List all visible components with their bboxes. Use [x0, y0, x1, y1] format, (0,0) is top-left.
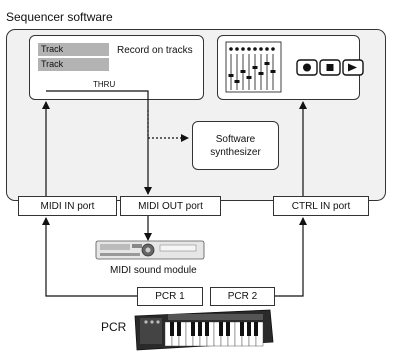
pcr1-port: PCR 1 — [137, 287, 203, 306]
midi-sound-module-icon — [95, 240, 205, 260]
sound-module-label: MIDI sound module — [110, 265, 197, 276]
ctrl-in-connection — [275, 101, 307, 297]
software-synth-line-1: Software — [215, 133, 256, 145]
play-icon — [342, 59, 364, 76]
stop-icon — [319, 59, 341, 76]
midi-in-connection — [42, 101, 137, 297]
pcr-label: PCR — [101, 320, 127, 334]
ctrl-in-port: CTRL IN port — [273, 196, 369, 216]
pcr-keyboard-icon — [134, 309, 274, 351]
software-synth-line-2: synthesizer — [210, 146, 261, 158]
pcr2-port: PCR 2 — [210, 287, 275, 306]
diagram-title: Sequencer software — [6, 10, 113, 24]
track-2: Track — [38, 58, 109, 71]
midi-out-port: MIDI OUT port — [120, 196, 221, 216]
thru-label: THRU — [93, 80, 116, 89]
software-synthesizer-box: Software synthesizer — [192, 121, 279, 170]
record-label: Record on tracks — [117, 45, 193, 56]
track-1: Track — [38, 43, 109, 56]
midi-in-port: MIDI IN port — [18, 196, 117, 216]
thru-connection — [46, 90, 152, 195]
software-synth-connection — [147, 110, 189, 142]
record-icon — [296, 59, 318, 76]
mixer-icon — [225, 41, 282, 93]
